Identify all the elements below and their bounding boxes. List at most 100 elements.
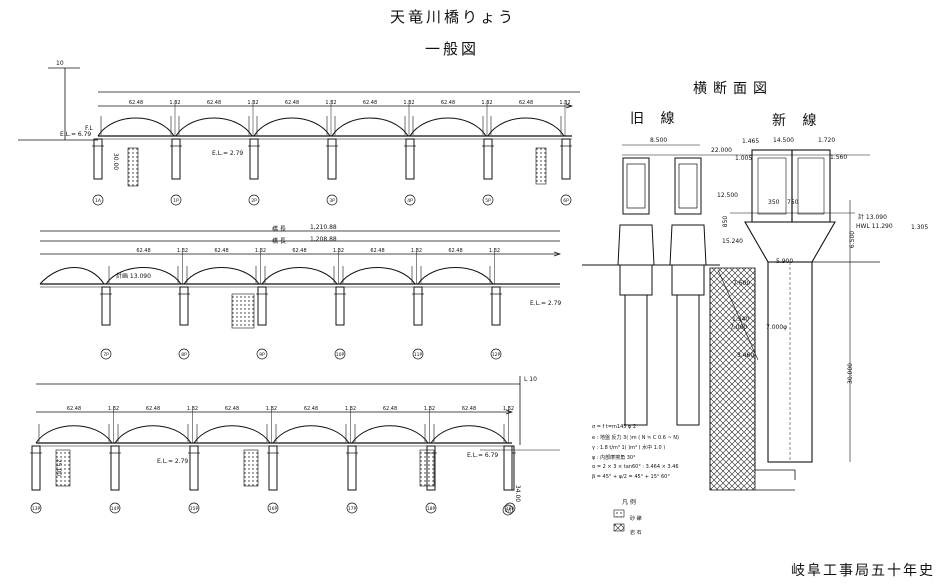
old-truss-frame: [622, 157, 650, 215]
pier-label-circle: [170, 194, 182, 206]
span-length-label: 62.48: [462, 406, 476, 412]
pier-shaft: [171, 138, 181, 180]
truss-chord: [430, 425, 508, 444]
span-length-label: 62.48: [285, 100, 299, 106]
pier-label: 6P: [563, 198, 569, 204]
pier-label-circle: [178, 348, 190, 360]
old-pier-caisson: [624, 294, 648, 426]
pier-label-circle: [504, 502, 516, 514]
pier-label: 1A: [95, 198, 102, 204]
pier-label: 5P: [485, 198, 491, 204]
pier-shaft: [491, 286, 501, 326]
span-length-label: 62.48: [292, 248, 306, 254]
total-label-1: 橋 長: [272, 226, 286, 233]
el-end: E.L.= 6.79: [467, 452, 499, 459]
old-truss-inner: [678, 163, 698, 209]
level-mark-top: 10: [56, 60, 64, 67]
pier-label-circle: [100, 348, 112, 360]
truss-chord: [114, 425, 192, 444]
boring-log: [419, 449, 435, 487]
dim-1340: 1.340: [732, 316, 750, 323]
depth-end2: 34.00: [514, 484, 522, 503]
dim-7000b: 7.000φ: [766, 324, 788, 331]
dim-11290: HWL 11.290: [856, 223, 893, 230]
pier-shaft: [179, 286, 189, 326]
pier-label-circle: [30, 502, 42, 514]
pier-label: 10P: [336, 352, 345, 358]
boring-log: [55, 449, 71, 487]
pier-label-circle: [267, 502, 279, 514]
new-pier-cap: [744, 221, 836, 263]
old-line-label: 旧 線: [630, 111, 681, 127]
truss-chord: [97, 117, 175, 137]
truss-chord: [35, 425, 113, 444]
pier-shaft: [335, 286, 345, 326]
pier-label: 13P: [32, 506, 41, 512]
legend-swatch-rock: [613, 523, 625, 532]
water-level: 計画 13.090: [116, 273, 151, 280]
pier-shaft: [93, 138, 103, 180]
dim-8500: 8.500: [650, 137, 668, 144]
footer-caption: 岐阜工事局五十年史: [791, 563, 935, 579]
truss-chord: [487, 117, 565, 137]
pier-shaft: [327, 138, 337, 180]
soil-hatch: [709, 267, 795, 491]
dim-1560: 1.560: [830, 154, 848, 161]
pier-label: 12P: [492, 352, 501, 358]
truss-chord: [409, 117, 487, 137]
dim-350: 350: [768, 199, 780, 206]
span-length-label: 62.48: [146, 406, 160, 412]
pier-label: 11P: [414, 352, 423, 358]
pier-label: 3P: [329, 198, 335, 204]
truss-chord: [272, 425, 350, 444]
truss-chord: [105, 267, 182, 285]
legend-title: 凡 例: [622, 499, 636, 506]
dim-1465: 1.465: [742, 138, 760, 145]
depth-b: 25.00: [55, 458, 63, 477]
span-length-label: 62.48: [363, 100, 377, 106]
pier-label: 15P: [190, 506, 199, 512]
section-title: 横断面図: [693, 81, 773, 97]
pier-label-circle: [326, 194, 338, 206]
dim-3460: 3.460: [737, 352, 755, 359]
caisson-outline: [754, 268, 796, 480]
pier-label: 8P: [181, 352, 187, 358]
pier-shaft: [101, 286, 111, 326]
span-length-label: 62.48: [441, 100, 455, 106]
pier-label-circle: [109, 502, 121, 514]
pier-shaft: [268, 445, 278, 491]
el-row2-end: E.L.= 2.79: [530, 300, 562, 307]
legend-gravel: 砂 礫: [630, 516, 642, 522]
cross-section-drawing: [582, 144, 880, 532]
pier-label: 18P: [427, 506, 436, 512]
dimension-arrow: [553, 251, 562, 257]
pier-label-circle: [346, 502, 358, 514]
old-truss-frame: [674, 157, 702, 215]
pier-label: 2P: [251, 198, 257, 204]
pier-label: 19P: [506, 506, 515, 512]
dim-850: 850: [722, 215, 730, 228]
dim-1005: 1.005: [735, 155, 753, 162]
boring-log: [243, 449, 259, 487]
note-line-2: e : 地盤 反力 3( )m ( N ≒ C 0.6 ~ N): [592, 435, 679, 441]
pier-label: 16P: [269, 506, 278, 512]
pier-shaft: [249, 138, 259, 180]
total-label-2: 橋 長: [272, 238, 286, 245]
truss-chord: [183, 267, 260, 285]
legend-swatch-gravel: [613, 509, 625, 518]
old-pier-cap: [669, 224, 707, 266]
pier-label-circle: [92, 194, 104, 206]
pier-label: 9P: [259, 352, 265, 358]
truss-chord: [193, 425, 271, 444]
dim-14500: 14.500: [773, 137, 794, 144]
legend-rock: 岩 石: [630, 530, 642, 536]
old-pier-caisson: [676, 294, 700, 426]
dim-6500: 6.500: [849, 230, 857, 249]
dim-22000: 22.000: [711, 147, 732, 154]
pier-shaft: [413, 286, 423, 326]
total-length-2: 1,208.88: [310, 236, 337, 243]
span-length-label: 62.48: [370, 248, 384, 254]
pier-label: 7P: [103, 352, 109, 358]
dim-7600: 7.600: [733, 280, 751, 287]
